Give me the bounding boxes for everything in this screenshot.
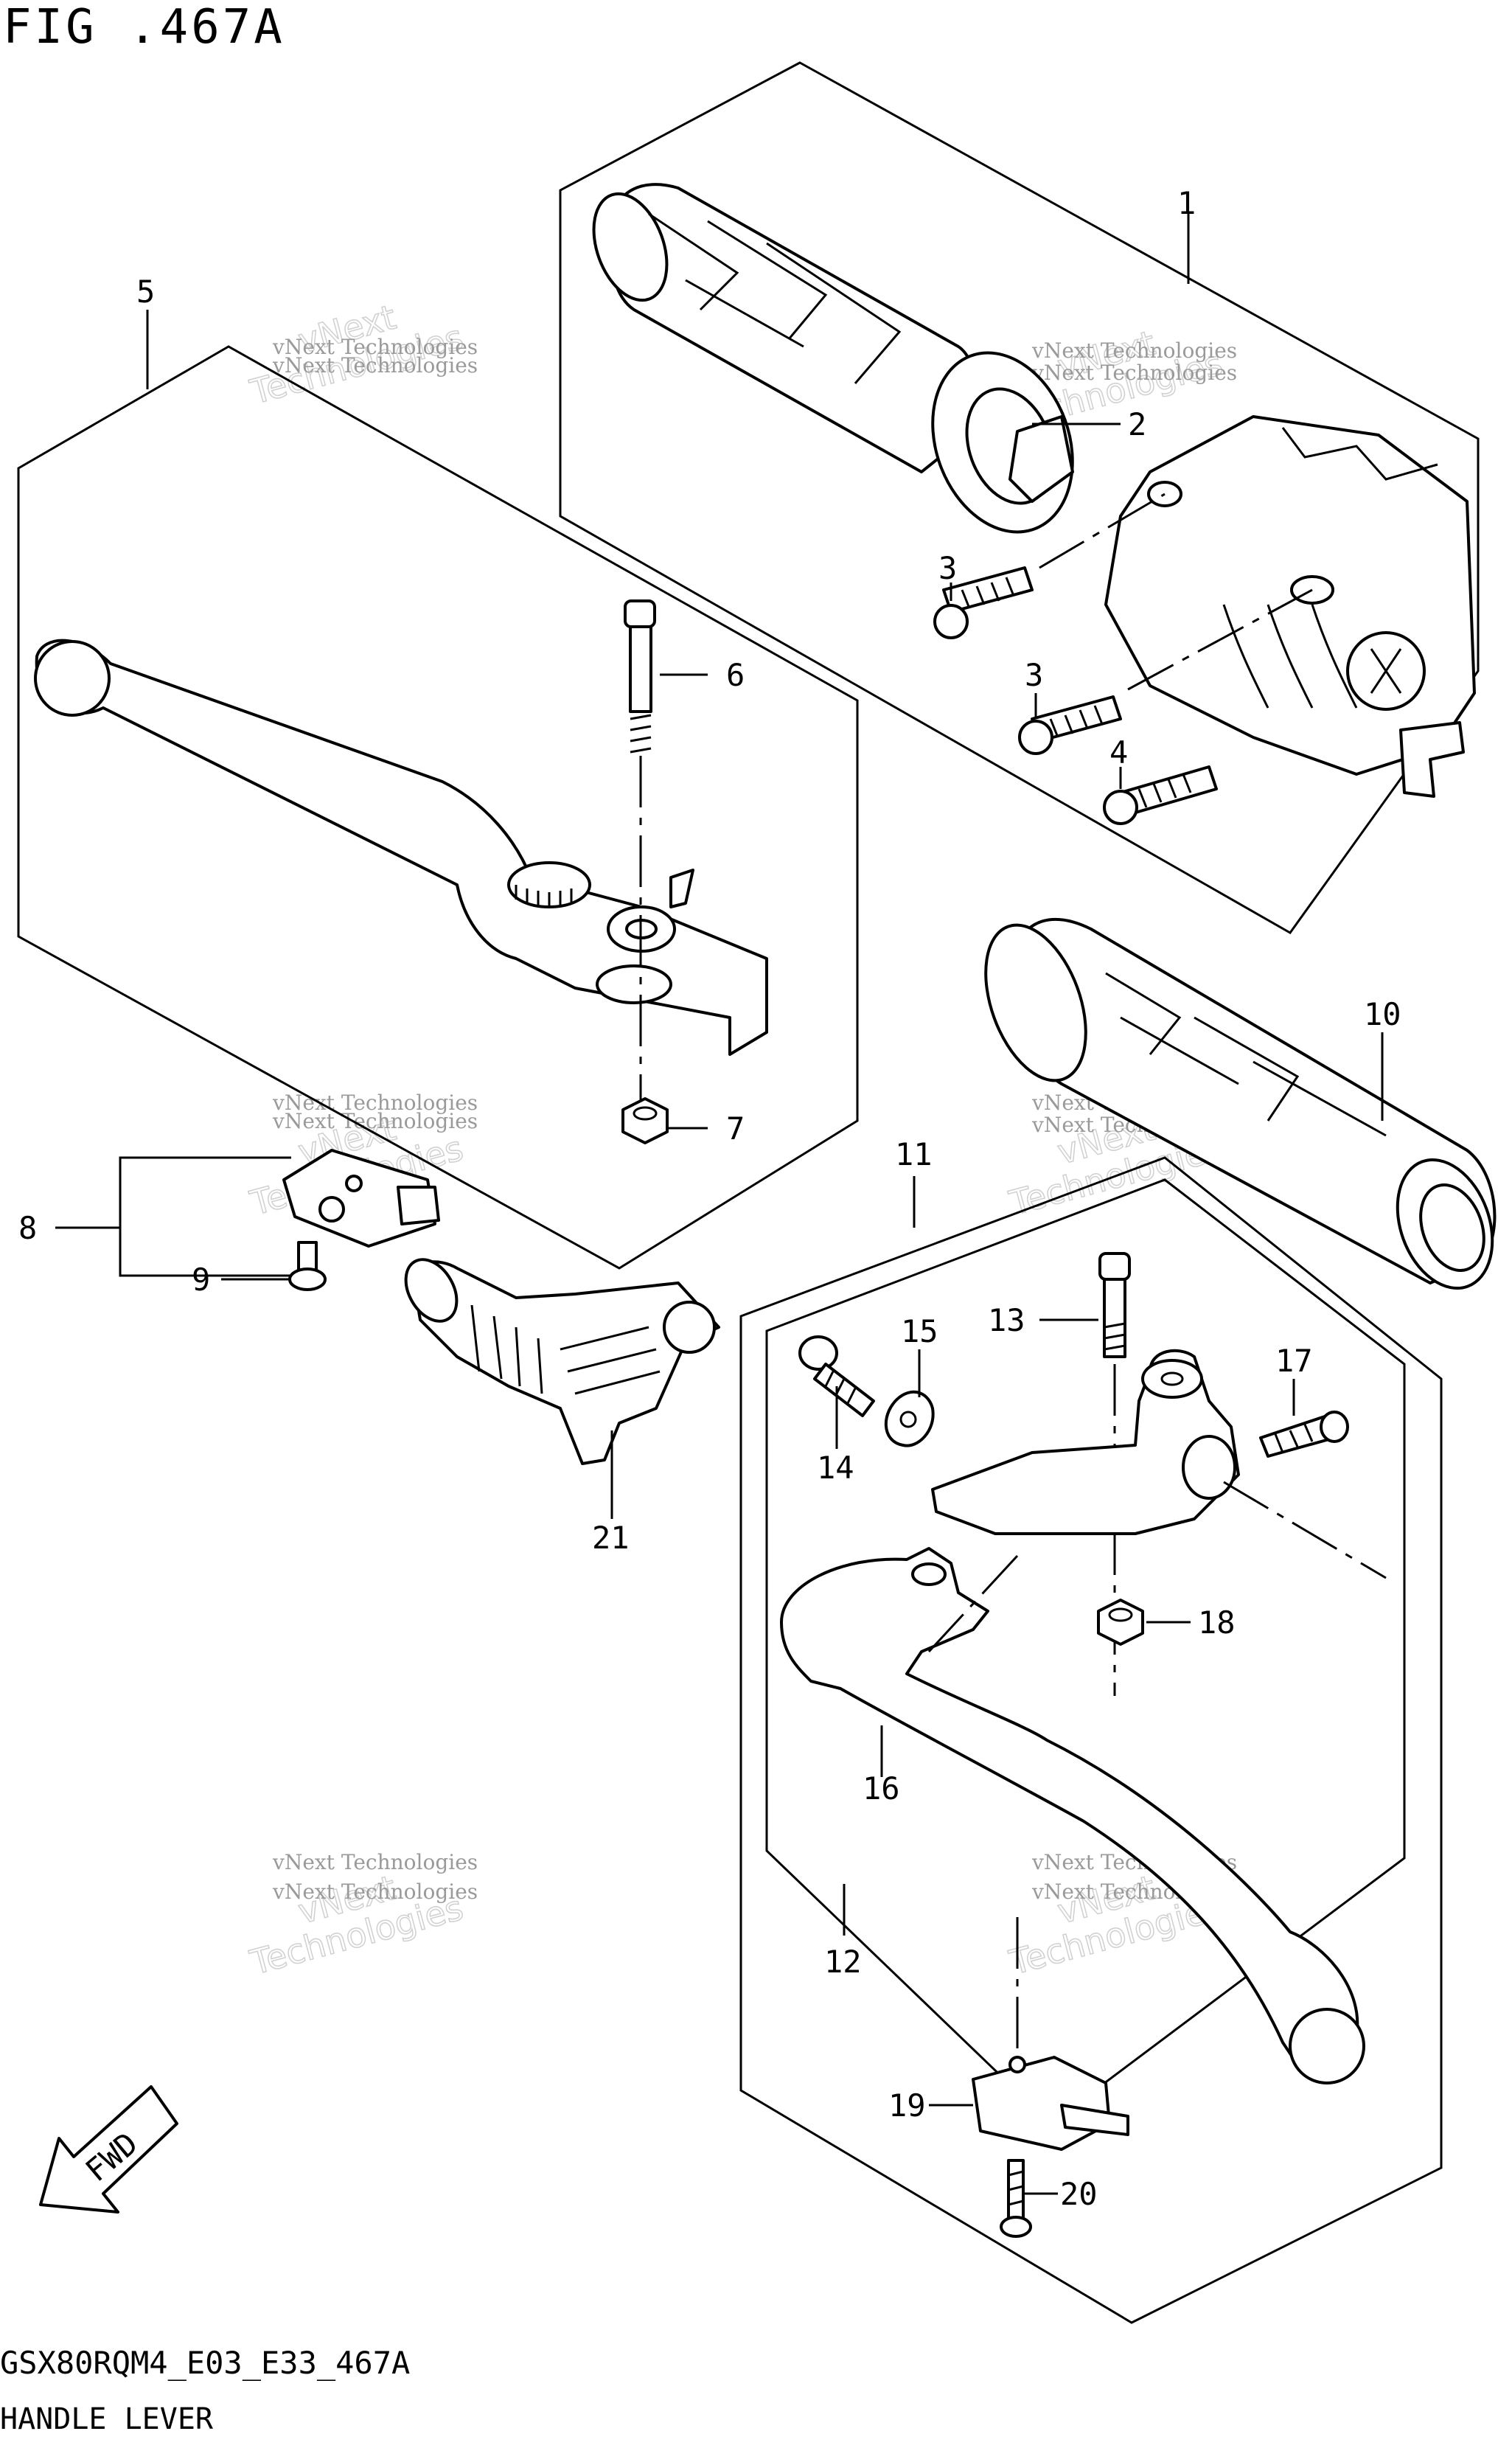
nut-7 [621, 1097, 669, 1144]
callout-labels: 1 2 3 3 4 5 6 7 8 9 10 11 12 13 14 15 16… [18, 185, 1401, 2212]
callout-20: 20 [1060, 2176, 1098, 2212]
callout-1: 1 [1177, 185, 1196, 221]
callout-4: 4 [1109, 734, 1128, 771]
watermark-text-line1: vNext Technologies [1031, 338, 1237, 363]
bolt-17 [1259, 1411, 1349, 1458]
callout-10: 10 [1364, 996, 1401, 1032]
assembly-line [1223, 1481, 1387, 1579]
callout-12: 12 [824, 1944, 862, 1980]
callout-17: 17 [1275, 1343, 1313, 1379]
screw-4 [1103, 765, 1218, 825]
washer-15 [884, 1390, 935, 1447]
screw-3-lower [1018, 695, 1122, 755]
assembly-box-clutch-lever-inner [765, 1178, 1406, 2125]
clutch-lever [780, 1547, 1365, 2084]
lever-holder-21 [404, 1258, 720, 1465]
assembly-line [927, 1554, 1019, 1653]
callout-3: 3 [938, 550, 957, 586]
callout-2: 2 [1128, 406, 1146, 442]
screw-3-upper [933, 566, 1034, 639]
callout-15: 15 [901, 1313, 938, 1349]
clutch-bracket [931, 1349, 1240, 1535]
clutch-switch-19 [972, 2056, 1129, 2151]
watermark-text-line1: vNext Technologies [272, 1880, 478, 1904]
watermark-text-line1: vNext Technologies [272, 1109, 478, 1133]
assembly-box-throttle [559, 61, 1480, 934]
callout-14: 14 [817, 1450, 854, 1486]
nut-18 [1097, 1599, 1144, 1646]
section-name: HANDLE LEVER [0, 2402, 213, 2436]
watermark-text-line1: vNext Technologies [272, 335, 478, 359]
callout-19: 19 [888, 2087, 926, 2124]
callout-18: 18 [1198, 1604, 1236, 1641]
callout-6: 6 [726, 657, 745, 693]
callout-16: 16 [863, 1770, 900, 1807]
screw-14 [798, 1335, 875, 1417]
watermark-text-line1: vNext Technologies [1031, 361, 1237, 385]
assembly-line [1039, 493, 1166, 569]
model-code: GSX80RQM4_E03_E33_467A [0, 2345, 411, 2381]
throttle-grip [592, 183, 1074, 534]
callout-5: 5 [136, 274, 155, 310]
callout-21: 21 [592, 1520, 630, 1556]
brake-lever [34, 639, 768, 1056]
bolt-6 [624, 599, 656, 754]
figure-title: FIG .467A [3, 0, 285, 55]
leader-line-8-bracket [119, 1156, 291, 1277]
callout-11: 11 [895, 1136, 933, 1172]
leader-lines [55, 214, 1384, 2195]
callout-3: 3 [1025, 657, 1043, 693]
screw-9 [288, 1241, 327, 1291]
watermark-text-line1: vNext Technologies [272, 1850, 478, 1874]
watermark-text-line1: vNext Technologies [272, 353, 478, 378]
brake-switch [282, 1149, 440, 1248]
assembly-line [1127, 588, 1313, 691]
callout-8: 8 [18, 1210, 37, 1246]
assembly-box-front-brake-lever [17, 345, 859, 1270]
screw-20 [1000, 2159, 1032, 2238]
callout-7: 7 [726, 1110, 745, 1147]
assembly-box-clutch-lever-outer [739, 1156, 1443, 2324]
left-grip [984, 917, 1497, 1290]
callout-9: 9 [192, 1262, 210, 1298]
fwd-arrow: FWD [39, 2085, 178, 2214]
throttle-housing [1104, 415, 1476, 798]
bolt-13 [1098, 1252, 1131, 1358]
callout-13: 13 [988, 1302, 1025, 1338]
